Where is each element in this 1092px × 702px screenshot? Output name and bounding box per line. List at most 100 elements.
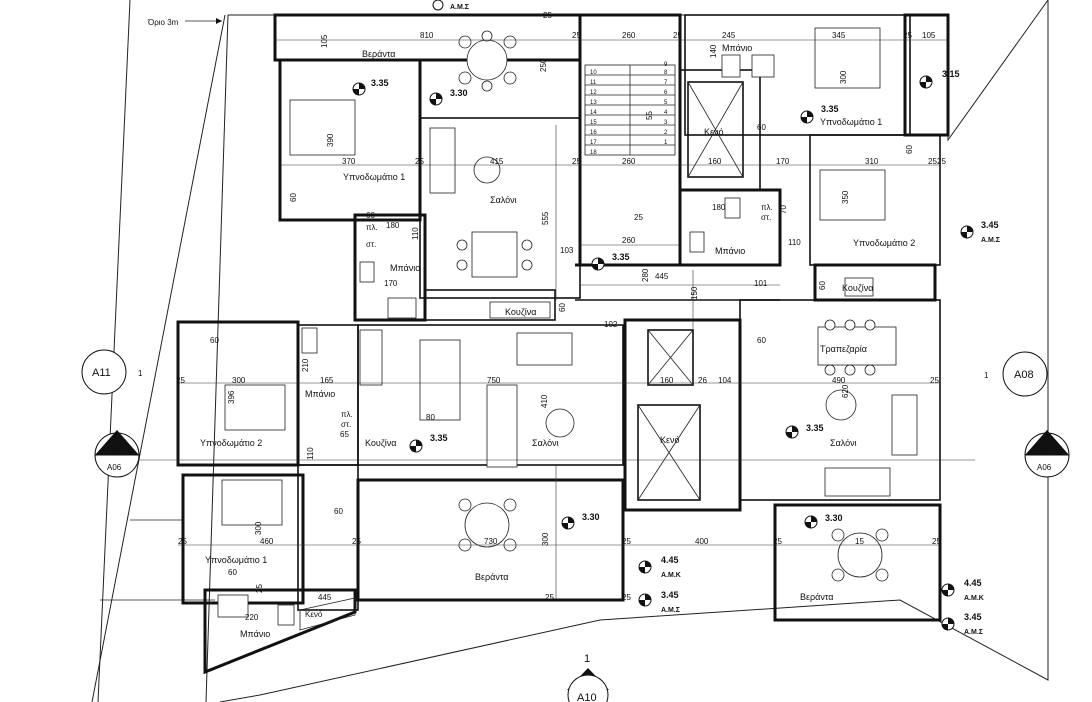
furniture xyxy=(217,27,918,626)
room-bath-bottom: Μπάνιο xyxy=(240,629,270,639)
void-bottom xyxy=(299,597,356,631)
section-ref: A06 xyxy=(107,463,122,472)
dim-label: 105 xyxy=(922,31,936,40)
stair-step-number: 7 xyxy=(664,80,668,86)
section-ref: A10 xyxy=(577,692,597,702)
stair-step-number: 2 xyxy=(664,130,668,136)
level-value: 3.15 xyxy=(942,69,960,79)
room-veranda-bottom-right: Βεράντα xyxy=(800,592,833,602)
dim-label: 60 xyxy=(757,336,766,345)
stair-step-number: 4 xyxy=(664,110,668,116)
room-veranda-top: Βεράντα xyxy=(362,49,395,59)
dim-label: 25 xyxy=(673,31,682,40)
dim-label: 104 xyxy=(718,376,732,385)
dim-label: 25 xyxy=(415,157,424,166)
dim-label: 460 xyxy=(260,537,274,546)
level-marker: 3.35 xyxy=(409,433,448,453)
level-value: 3.35 xyxy=(430,433,448,443)
level-value: 3.35 xyxy=(371,78,389,88)
stair-step-number: 9 xyxy=(664,62,668,68)
stair-step-number: 18 xyxy=(590,150,597,156)
stair-step-number: 10 xyxy=(590,70,597,76)
stair-step-number: 5 xyxy=(664,100,668,106)
level-value: 3.30 xyxy=(825,513,843,523)
dim-label: 60 xyxy=(228,568,237,577)
stair-step-number: 16 xyxy=(590,130,597,136)
level-marker: 3.30 xyxy=(429,88,468,106)
level-value: 4.45 xyxy=(661,555,679,565)
dim-label: 620 xyxy=(841,384,850,398)
level-sub: Α.Μ.Κ xyxy=(661,572,681,579)
stair-step-number: 13 xyxy=(590,100,597,106)
room-veranda-bottom: Βεράντα xyxy=(475,572,508,582)
dim-label: 160 xyxy=(660,376,674,385)
level-marker: 3.30 xyxy=(804,513,843,529)
dim-label: 490 xyxy=(832,376,846,385)
dim-label: 65 xyxy=(340,430,349,439)
dim-label: 110 xyxy=(411,227,420,240)
dim-label: 370 xyxy=(342,157,356,166)
dim-label: 25 xyxy=(634,213,643,222)
dim-label: 25 xyxy=(176,376,185,385)
dim-label: 250 xyxy=(539,58,548,72)
dim-label: 25 xyxy=(255,584,264,593)
dim-label: 400 xyxy=(695,537,709,546)
level-value: 3.35 xyxy=(806,423,824,433)
level-marker: 3.45 Α.Μ.Σ xyxy=(960,220,1000,244)
dim-label: 110 xyxy=(306,447,315,460)
dim-label: 555 xyxy=(541,211,550,225)
level-value: 3.30 xyxy=(450,88,468,98)
level-value: 3.35 xyxy=(821,104,839,114)
room-salon-top: Σαλόνι xyxy=(490,195,517,205)
dim-label: 60 xyxy=(558,303,567,312)
dim-label: 300 xyxy=(839,70,848,84)
dim-label: 180 xyxy=(712,203,726,212)
dim-label: 25 xyxy=(352,537,361,546)
stair-step-number: 12 xyxy=(590,90,597,96)
dim-label: 25 xyxy=(572,157,581,166)
room-kitchen-right: Κουζίνα xyxy=(842,283,874,293)
dim-label: 80 xyxy=(426,413,435,422)
dim-label: 300 xyxy=(541,532,550,546)
closet-label: στ. xyxy=(366,240,376,249)
stair-step-number: 3 xyxy=(664,120,668,126)
dim-label: 60 xyxy=(289,193,298,202)
shelf-label: πλ. xyxy=(366,223,378,232)
dim-label: 260 xyxy=(622,31,636,40)
section-ref: A06 xyxy=(1037,463,1052,472)
room-kitchen-left: Κουζίνα xyxy=(365,438,397,448)
dim-label: 170 xyxy=(776,157,790,166)
room-salon-mid: Σαλόνι xyxy=(532,438,559,448)
room-bedroom2-left: Υπνοδωμάτιο 2 xyxy=(200,438,262,448)
arrow-icon xyxy=(216,18,222,24)
section-marker-a06-right: 1 A06 xyxy=(1024,430,1070,478)
level-marker: 4.45 Α.Μ.Κ xyxy=(638,555,681,579)
section-ref: A11 xyxy=(92,367,111,379)
dim-label: 25 xyxy=(622,593,631,602)
dim-label: 165 xyxy=(320,376,334,385)
level-marker: 3.35 xyxy=(352,78,389,96)
level-sub: Α.Μ.Σ xyxy=(661,607,680,614)
dim-label: 350 xyxy=(841,190,850,204)
dim-label: 25 xyxy=(930,376,939,385)
dim-label: 396 xyxy=(227,390,236,404)
stair-step-number: 6 xyxy=(664,90,668,96)
dim-label: 105 xyxy=(320,34,329,48)
shelf-label: πλ. xyxy=(341,410,353,419)
void-mid xyxy=(637,329,701,501)
dim-label: 25 xyxy=(622,537,631,546)
dim-label: 26 xyxy=(698,376,707,385)
stair-step-number: 8 xyxy=(664,70,668,76)
dim-label: 170 xyxy=(384,279,398,288)
section-marker-a11: A11 1 xyxy=(81,349,143,395)
room-void-mid: Κενό xyxy=(660,435,680,445)
dim-label: 445 xyxy=(318,593,332,602)
dim-label: 25 xyxy=(178,537,187,546)
dim-label: 60 xyxy=(210,336,219,345)
stair: 10 11 12 13 14 15 16 17 18 9 8 7 6 5 4 3… xyxy=(584,62,676,156)
dim-label: 60 xyxy=(905,145,914,154)
level-marker: 3.15 xyxy=(919,69,960,89)
dim-label: 25 xyxy=(572,31,581,40)
level-marker: Α.Μ.Σ xyxy=(432,0,469,11)
